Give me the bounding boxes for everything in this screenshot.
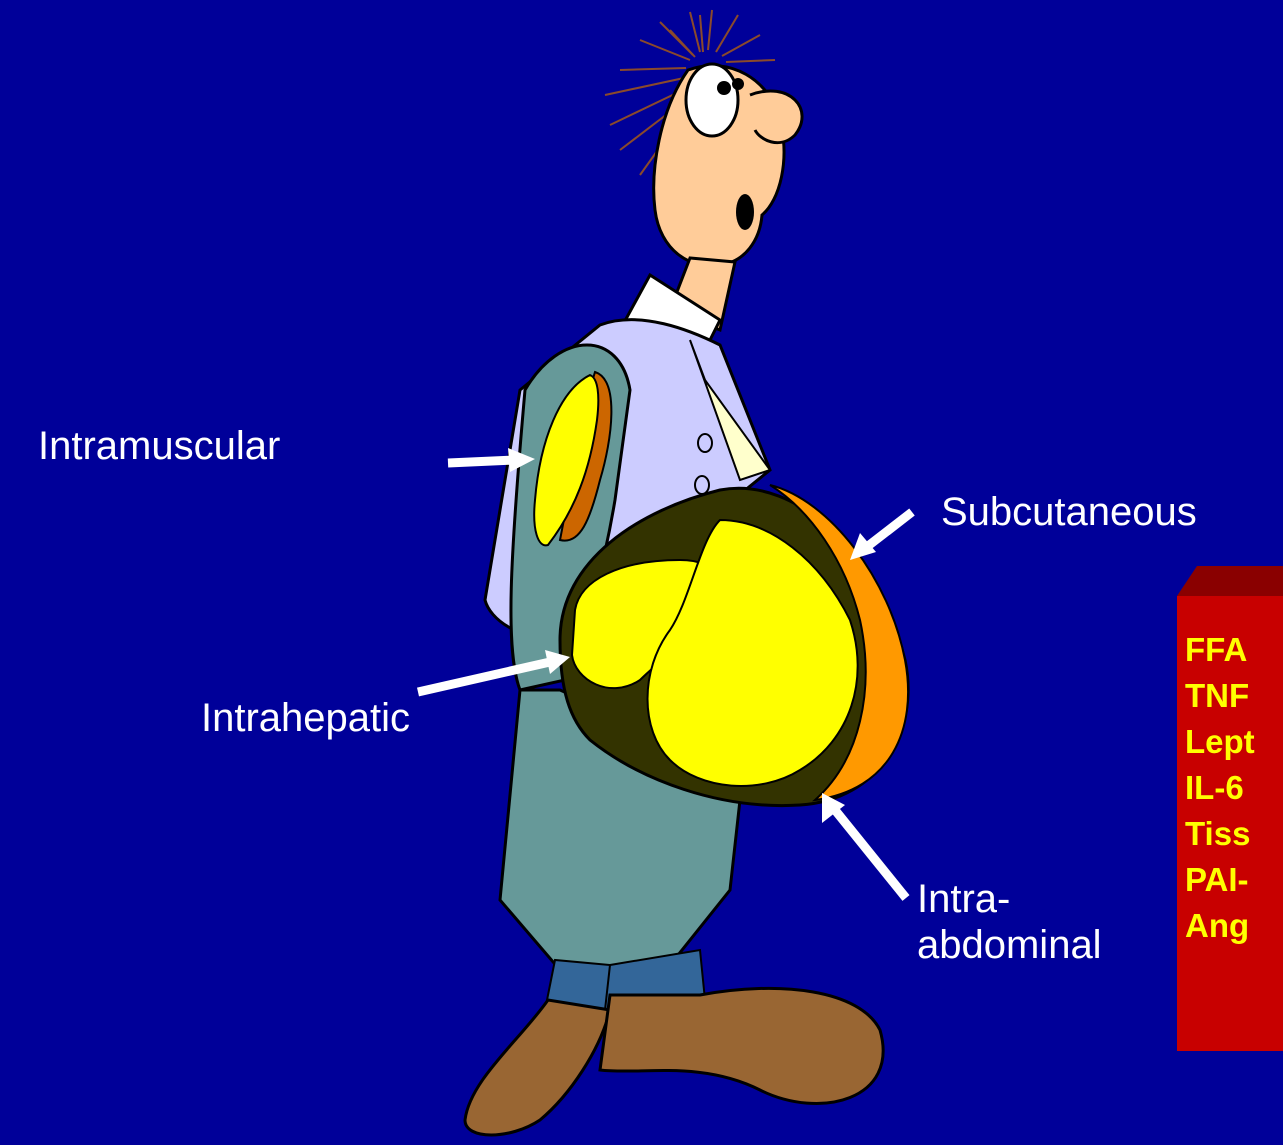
factor-item: PAI- [1185,857,1283,903]
factor-item: Lept [1185,719,1283,765]
factor-item: Ang [1185,903,1283,949]
factor-item: FFA [1185,627,1283,673]
factor-item: TNF [1185,673,1283,719]
factor-item: IL-6 [1185,765,1283,811]
factor-list: FFA TNF Lept IL-6 Tiss PAI- Ang [1185,627,1283,949]
factor-item: Tiss [1185,811,1283,857]
